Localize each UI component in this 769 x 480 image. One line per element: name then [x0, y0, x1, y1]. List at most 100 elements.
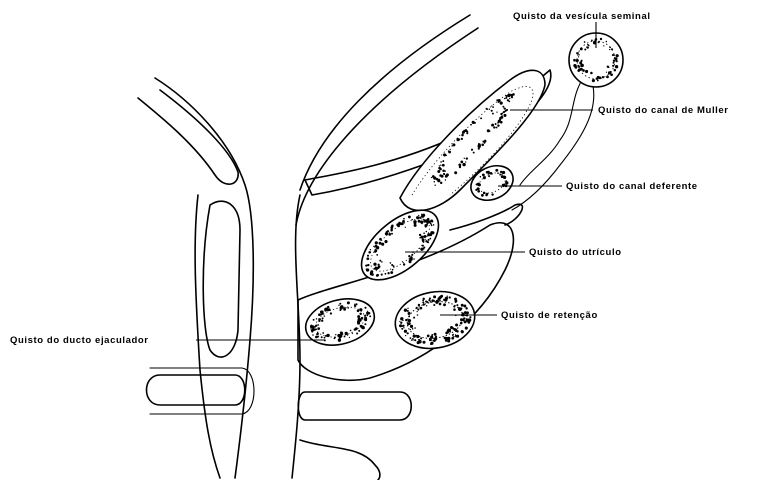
- stipple-dot: [392, 269, 394, 271]
- stipple-dot: [504, 107, 506, 109]
- stipple-dot: [444, 170, 445, 171]
- stipple-dot: [418, 220, 421, 223]
- lower-left-bulb: [147, 375, 245, 405]
- stipple-dot: [440, 295, 443, 298]
- stipple-dot: [434, 333, 437, 336]
- stipple-dot: [397, 225, 400, 228]
- stipple-dot: [478, 145, 481, 148]
- stipple-dot: [453, 305, 455, 307]
- stipple-dot: [591, 40, 593, 42]
- stipple-dot: [359, 308, 362, 311]
- stipple-dot: [417, 314, 419, 316]
- stipple-dot: [502, 113, 504, 115]
- stipple-dot: [376, 274, 378, 276]
- stipple-dot: [492, 106, 494, 108]
- stipple-dot: [612, 54, 614, 56]
- stipple-dot: [420, 221, 423, 224]
- stipple-dot: [418, 248, 419, 249]
- stipple-dot: [358, 330, 360, 332]
- stipple-dot: [429, 238, 431, 240]
- stipple-dot: [483, 192, 486, 195]
- stipple-dot: [439, 165, 440, 166]
- stipple-dot: [313, 319, 315, 321]
- stipple-dot: [582, 69, 585, 72]
- stipple-dot: [573, 59, 576, 62]
- stipple-dot: [491, 193, 493, 195]
- stipple-dot: [355, 327, 358, 330]
- stipple-dot: [315, 325, 317, 327]
- stipple-dot: [408, 312, 409, 313]
- stipple-dot: [484, 140, 487, 143]
- stipple-dot: [491, 105, 492, 106]
- stipple-dot: [426, 305, 427, 306]
- stipple-dot: [585, 70, 588, 73]
- stipple-dot: [339, 309, 341, 311]
- ejaculatory-duct-cyst: [300, 292, 379, 353]
- stipple-dot: [402, 220, 405, 223]
- stipple-dot: [462, 163, 465, 166]
- stipple-dot: [416, 335, 419, 338]
- stipple-dot: [610, 71, 612, 73]
- stipple-dot: [501, 115, 502, 116]
- stipple-dot: [488, 175, 490, 177]
- stipple-dot: [455, 323, 458, 326]
- stipple-dot: [405, 319, 407, 321]
- stipple-dot: [366, 268, 368, 270]
- stipple-dot: [444, 337, 447, 340]
- stipple-dot: [578, 54, 580, 56]
- stipple-dot: [436, 300, 439, 303]
- stipple-dot: [310, 325, 313, 328]
- stipple-dot: [420, 307, 423, 310]
- stipple-dot: [434, 337, 437, 340]
- stipple-dot: [465, 307, 467, 309]
- stipple-dot: [401, 328, 403, 330]
- stipple-dot: [578, 68, 581, 71]
- rectum-outer-wall: [300, 440, 380, 480]
- pubic-bone: [203, 201, 240, 357]
- stipple-dot: [455, 335, 457, 337]
- stipple-dot: [417, 308, 419, 310]
- stipple-dot: [445, 339, 447, 341]
- stipple-dot: [610, 73, 613, 76]
- stipple-dot: [478, 183, 481, 186]
- stipple-dot: [374, 267, 376, 269]
- stipple-dot: [421, 214, 424, 217]
- stipple-dot: [409, 259, 411, 261]
- stipple-dot: [381, 261, 383, 263]
- stipple-dot: [427, 335, 430, 338]
- stipple-dot: [429, 233, 432, 236]
- stipple-dot: [405, 227, 406, 228]
- stipple-dot: [465, 161, 466, 162]
- stipple-dot: [340, 332, 342, 334]
- stipple-dot: [421, 248, 423, 250]
- stipple-dot: [445, 332, 448, 335]
- stipple-dot: [421, 236, 424, 239]
- stipple-dot: [357, 310, 360, 313]
- stipple-dot: [501, 175, 504, 178]
- stipple-dot: [578, 66, 580, 68]
- stipple-dot: [381, 243, 384, 246]
- stipple-dot: [357, 315, 360, 318]
- stipple-dot: [362, 326, 365, 329]
- stipple-dot: [390, 262, 392, 264]
- stipple-dot: [502, 171, 505, 174]
- stipple-dot: [379, 260, 381, 262]
- stipple-dot: [445, 179, 446, 180]
- stipple-dot: [597, 80, 599, 82]
- stipple-dot: [402, 261, 403, 262]
- stipple-dot: [486, 108, 488, 110]
- stipple-dot: [325, 335, 327, 337]
- stipple-dot: [429, 338, 432, 341]
- stipple-dot: [505, 97, 507, 99]
- stipple-dot: [453, 308, 456, 311]
- stipple-dot: [408, 319, 411, 322]
- stipple-dot: [413, 334, 416, 337]
- stipple-dot: [390, 271, 393, 274]
- stipple-dot: [364, 323, 366, 325]
- stipple-dot: [450, 149, 451, 150]
- stipple-dot: [614, 70, 616, 72]
- stipple-dot: [410, 325, 413, 328]
- stipple-dot: [433, 304, 435, 306]
- stipple-dot: [317, 332, 318, 333]
- stipple-dot: [602, 76, 604, 78]
